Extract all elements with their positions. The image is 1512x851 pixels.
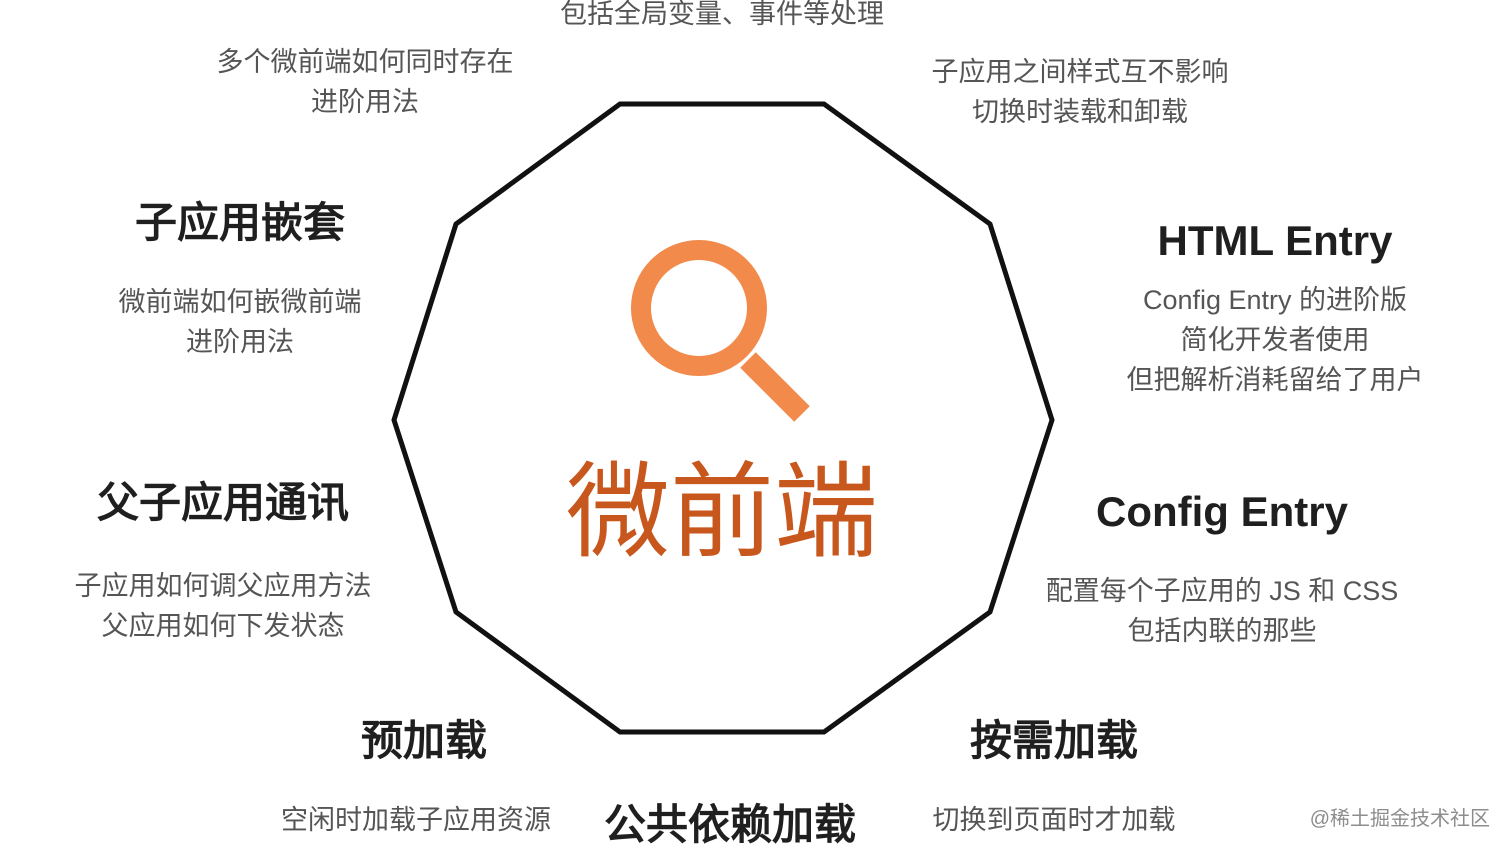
- block-top-right-desc-2: 切换时装载和卸载: [972, 97, 1188, 127]
- block-nesting-desc-2: 进阶用法: [186, 327, 294, 357]
- block-communication: 父子应用通讯 子应用如何调父应用方法 父应用如何下发状态: [48, 478, 398, 646]
- block-on-demand: 按需加载 切换到页面时才加载: [904, 716, 1204, 840]
- block-preload-title: 预加载: [360, 717, 487, 764]
- block-config-entry-title: Config Entry: [1096, 488, 1348, 535]
- block-top-right-desc-1: 子应用之间样式互不影响: [931, 57, 1229, 87]
- block-communication-desc-1: 子应用如何调父应用方法: [74, 571, 372, 601]
- block-on-demand-title: 按需加载: [969, 717, 1138, 764]
- block-nesting-desc-1: 微前端如何嵌微前端: [118, 287, 362, 317]
- block-top-center-desc-1: 包括全局变量、事件等处理: [560, 0, 884, 29]
- block-html-entry-desc-3: 但把解析消耗留给了用户: [1126, 365, 1424, 395]
- block-html-entry-desc-2: 简化开发者使用: [1180, 325, 1370, 355]
- block-html-entry-desc-1: Config Entry 的进阶版: [1142, 285, 1408, 315]
- block-top-center: 包括全局变量、事件等处理: [530, 0, 914, 34]
- block-nesting-title: 子应用嵌套: [134, 199, 345, 246]
- center-title: 微前端: [565, 451, 878, 573]
- block-html-entry-title: HTML Entry: [1157, 217, 1393, 264]
- block-nesting: 子应用嵌套 微前端如何嵌微前端 进阶用法: [90, 198, 390, 362]
- block-config-entry: Config Entry 配置每个子应用的 JS 和 CSS 包括内联的那些: [1020, 487, 1424, 651]
- watermark: @稀土掘金技术社区: [1309, 808, 1490, 830]
- block-top-left-desc-2: 进阶用法: [311, 87, 419, 117]
- block-common-deps-title: 公共依赖加载: [603, 801, 856, 848]
- block-on-demand-desc-1: 切换到页面时才加载: [932, 805, 1176, 835]
- block-html-entry: HTML Entry Config Entry 的进阶版 简化开发者使用 但把解…: [1100, 216, 1450, 400]
- block-top-left: 多个微前端如何同时存在 进阶用法: [190, 42, 540, 122]
- block-communication-desc-2: 父应用如何下发状态: [101, 611, 345, 641]
- block-preload-desc-1: 空闲时加载子应用资源: [281, 805, 551, 835]
- decagon-outline: [391, 101, 1055, 735]
- block-preload: 预加载 空闲时加载子应用资源: [266, 716, 566, 840]
- block-top-left-desc-1: 多个微前端如何同时存在: [216, 47, 514, 77]
- block-common-deps: 公共依赖加载: [590, 800, 870, 850]
- block-top-right: 子应用之间样式互不影响 切换时装载和卸载: [905, 52, 1255, 132]
- block-communication-title: 父子应用通讯: [96, 479, 349, 526]
- block-config-entry-desc-1: 配置每个子应用的 JS 和 CSS: [1045, 576, 1399, 606]
- block-config-entry-desc-2: 包括内联的那些: [1127, 616, 1317, 646]
